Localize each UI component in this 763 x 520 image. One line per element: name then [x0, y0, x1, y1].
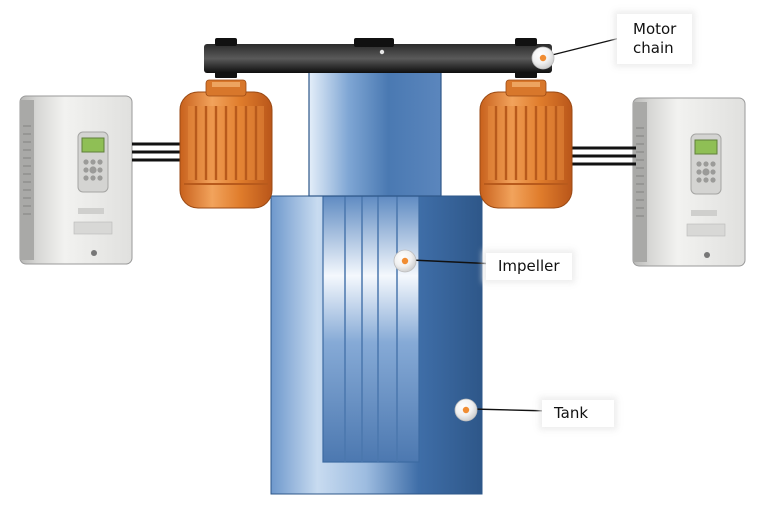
tank-marker: [454, 398, 478, 422]
impeller-label: Impeller: [486, 253, 572, 280]
motor-chain-label: Motor chain: [617, 14, 693, 64]
motor-right: [478, 78, 574, 210]
drive-left: [19, 95, 133, 265]
impeller: [322, 195, 420, 463]
callout-lines: [410, 35, 629, 412]
motor-left: [178, 78, 274, 210]
drive-right: [632, 97, 746, 267]
impeller-marker: [393, 249, 417, 273]
cables-left: [132, 142, 182, 162]
cables-right: [572, 146, 636, 166]
motor-chain-marker: [531, 46, 555, 70]
shaft-housing: [308, 70, 442, 197]
motor-chain: [204, 38, 552, 78]
tank-label: Tank: [542, 400, 615, 427]
